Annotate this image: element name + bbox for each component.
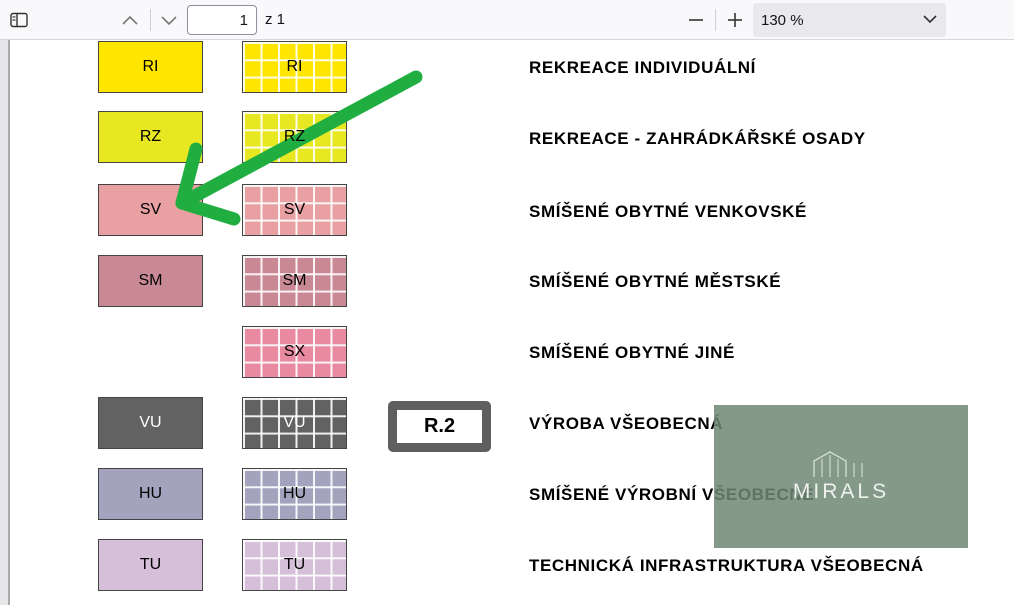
sidebar-toggle-button[interactable] bbox=[5, 6, 33, 34]
swatch-code: RZ bbox=[283, 128, 306, 145]
chevron-down-icon bbox=[161, 16, 177, 26]
page-count: z 1 bbox=[265, 11, 286, 28]
page-number-input[interactable] bbox=[187, 5, 257, 35]
legend-swatch-solid: VU bbox=[98, 397, 203, 449]
watermark: MIRALS bbox=[714, 405, 968, 548]
r2-label: R.2 bbox=[423, 415, 456, 437]
swatch-code: VU bbox=[139, 414, 162, 431]
swatch-code: SM bbox=[282, 272, 307, 289]
next-page-button[interactable] bbox=[155, 6, 183, 34]
swatch-code: HU bbox=[138, 485, 163, 502]
legend-swatch-solid: RZ bbox=[98, 111, 203, 163]
page-edge bbox=[0, 40, 10, 605]
swatch-code: RI bbox=[142, 58, 159, 75]
swatch-code: VU bbox=[283, 414, 306, 431]
r2-symbol: R.2 bbox=[388, 401, 491, 452]
swatch-code: HU bbox=[282, 485, 307, 502]
zoom-in-button[interactable] bbox=[721, 6, 749, 34]
legend-swatch-grid: SV bbox=[242, 184, 347, 236]
zoom-select[interactable]: 130 % bbox=[753, 3, 946, 37]
legend-description: SMÍŠENÉ OBYTNÉ MĚSTSKÉ bbox=[529, 272, 782, 291]
legend-swatch-grid: HU bbox=[242, 468, 347, 520]
legend-swatch-solid: SM bbox=[98, 255, 203, 307]
legend-swatch-grid: VU bbox=[242, 397, 347, 449]
plus-icon bbox=[728, 13, 742, 27]
swatch-code: RI bbox=[286, 58, 303, 75]
legend-description: REKREACE - ZAHRÁDKÁŘSKÉ OSADY bbox=[529, 129, 866, 148]
legend-swatch-solid: RI bbox=[98, 41, 203, 93]
minus-icon bbox=[689, 19, 703, 21]
zoom-out-button[interactable] bbox=[682, 6, 710, 34]
swatch-code: TU bbox=[283, 556, 306, 573]
green-arrow-annotation bbox=[175, 70, 423, 226]
sidebar-toggle-icon bbox=[10, 12, 28, 28]
swatch-code: SM bbox=[138, 272, 163, 289]
previous-page-button[interactable] bbox=[116, 6, 144, 34]
toolbar-separator bbox=[715, 9, 716, 31]
legend-description: SMÍŠENÉ OBYTNÉ VENKOVSKÉ bbox=[529, 202, 807, 221]
legend-description: SMÍŠENÉ OBYTNÉ JINÉ bbox=[529, 343, 735, 362]
chevron-up-icon bbox=[122, 15, 138, 25]
legend-description: TECHNICKÁ INFRASTRUKTURA VŠEOBECNÁ bbox=[529, 556, 924, 575]
legend-swatch-grid: SX bbox=[242, 326, 347, 378]
legend-description: VÝROBA VŠEOBECNÁ bbox=[529, 414, 724, 433]
document-viewer[interactable]: RI RI REKREACE INDIVIDUÁLNÍ RZ RZ REKREACE - … bbox=[0, 40, 1014, 605]
house-logo-icon bbox=[813, 451, 863, 477]
toolbar-separator bbox=[150, 9, 151, 31]
swatch-code: SX bbox=[283, 343, 306, 360]
swatch-code: SV bbox=[139, 201, 162, 218]
pdf-toolbar: z 1 130 % bbox=[0, 0, 1014, 40]
legend-description: REKREACE INDIVIDUÁLNÍ bbox=[529, 58, 757, 77]
swatch-code: RZ bbox=[139, 128, 162, 145]
legend-swatch-solid: TU bbox=[98, 539, 203, 591]
legend-swatch-grid: SM bbox=[242, 255, 347, 307]
legend-swatch-grid: TU bbox=[242, 539, 347, 591]
zoom-value: 130 % bbox=[761, 11, 804, 29]
chevron-down-icon bbox=[923, 15, 937, 24]
swatch-code: TU bbox=[139, 556, 162, 573]
watermark-text: MIRALS bbox=[792, 480, 890, 503]
swatch-code: SV bbox=[283, 201, 306, 218]
legend-swatch-solid: HU bbox=[98, 468, 203, 520]
legend-swatch-grid: RI bbox=[242, 41, 347, 93]
